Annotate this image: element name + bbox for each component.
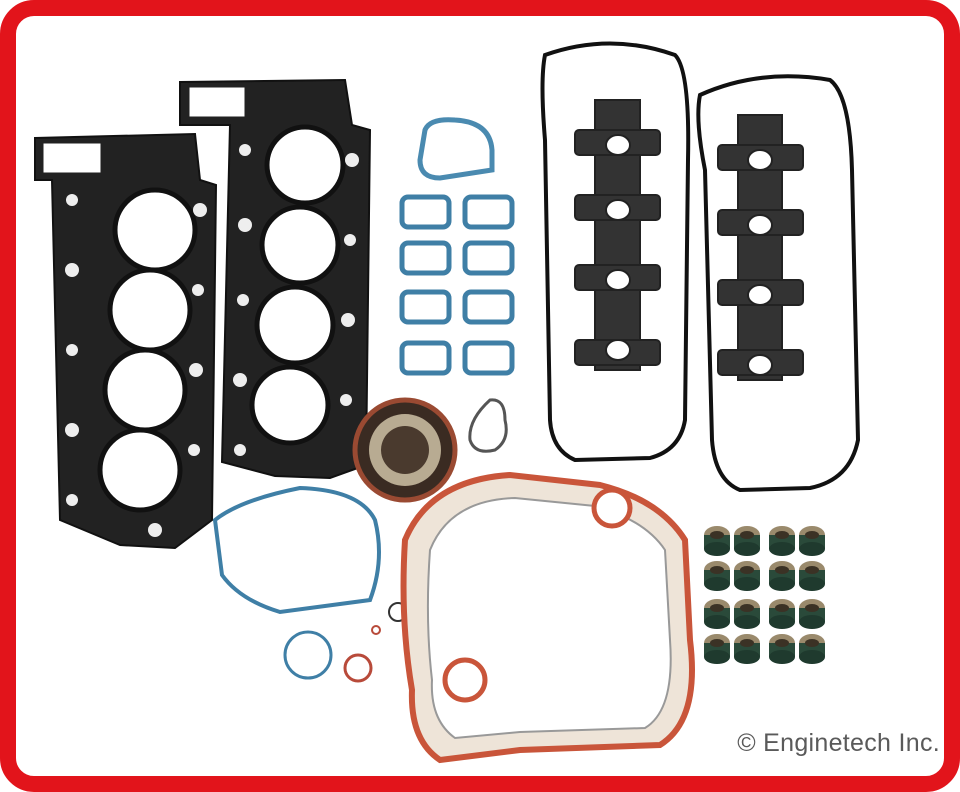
timing-cover-gasket	[400, 471, 695, 764]
rear-main-seal	[352, 397, 458, 503]
water-pump-gasket	[212, 485, 381, 615]
valve-cover-gasket-right	[696, 74, 861, 493]
oring-tiny	[371, 625, 381, 635]
oring-large	[283, 630, 333, 680]
valve-stem-seals	[704, 526, 825, 664]
exhaust-gasket-right	[717, 114, 804, 381]
intake-gaskets	[399, 194, 515, 376]
valve-cover-gasket-left	[540, 41, 691, 463]
thermostat-gasket	[417, 117, 495, 181]
head-gasket-left	[34, 132, 218, 550]
oring-medium	[343, 653, 373, 683]
exhaust-gasket-left	[574, 99, 661, 371]
head-gasket-right	[179, 78, 372, 480]
small-seal-ring	[468, 398, 508, 453]
copyright-watermark: © Enginetech Inc.	[737, 729, 940, 757]
